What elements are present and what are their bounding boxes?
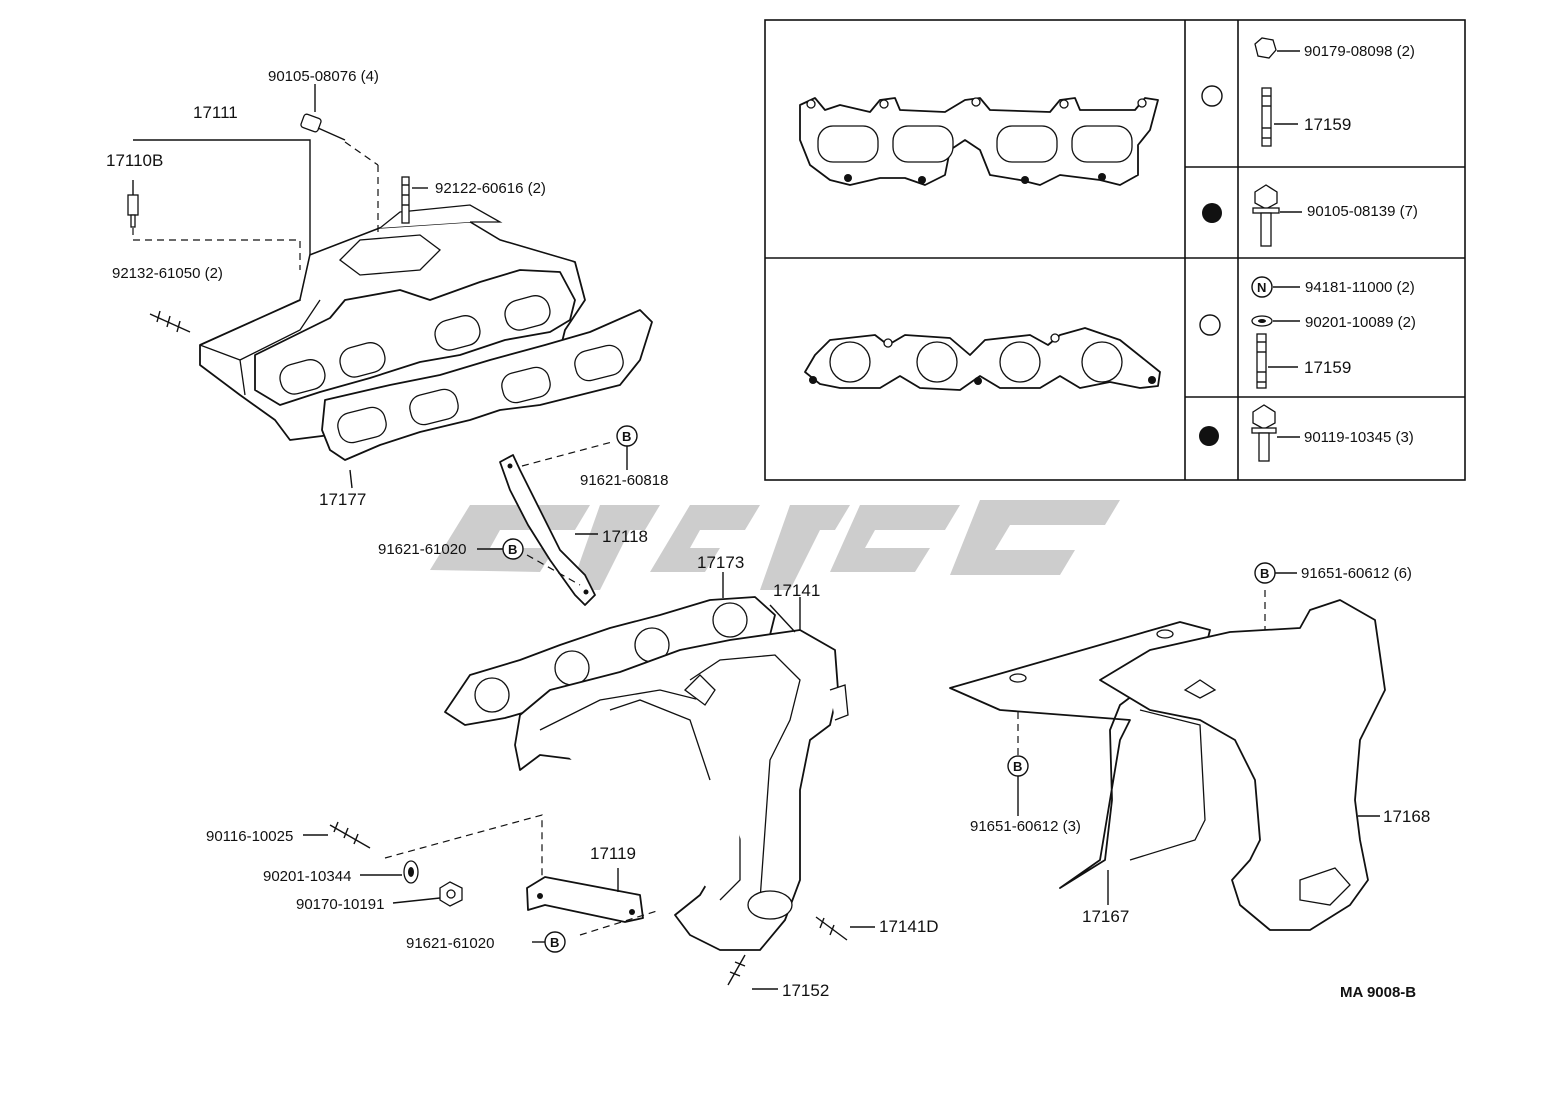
nut-90179-08098 <box>1254 37 1300 59</box>
table-exhaust-gasket <box>804 327 1161 391</box>
stud-17141D <box>815 916 848 941</box>
part-labels: 90105-08076 (4) 17111 17110B 92122-60616… <box>106 43 1430 1001</box>
svg-text:17173: 17173 <box>697 553 744 572</box>
svg-text:90201-10344: 90201-10344 <box>263 868 351 885</box>
heat-insulator-17168 <box>1099 590 1386 931</box>
svg-text:B: B <box>1013 759 1022 774</box>
bolt-90105-08139 <box>1252 184 1302 247</box>
open-circle-symbol-2 <box>1199 314 1221 336</box>
svg-text:B: B <box>1260 566 1269 581</box>
bolt-90105-08076 <box>300 113 379 232</box>
b-mark-91621-61020-a: B <box>477 538 524 560</box>
svg-text:17167: 17167 <box>1082 907 1129 926</box>
svg-text:91621-61020: 91621-61020 <box>406 935 494 952</box>
nut-90170-10191 <box>439 881 463 907</box>
diagram-code: MA 9008-B <box>1340 984 1416 1001</box>
washer-90201-10344 <box>403 860 419 884</box>
table-intake-gasket <box>799 97 1159 186</box>
svg-text:91651-60612 (6): 91651-60612 (6) <box>1301 565 1412 582</box>
svg-text:92132-61050 (2): 92132-61050 (2) <box>112 265 223 282</box>
svg-text:91621-61020: 91621-61020 <box>378 541 466 558</box>
stud-17152 <box>727 954 746 986</box>
filled-circle-symbol-2 <box>1199 426 1219 446</box>
stay-17118 <box>499 441 613 606</box>
gasket-17177 <box>321 309 653 461</box>
intake-manifold-ports <box>254 269 576 406</box>
svg-text:90105-08139 (7): 90105-08139 (7) <box>1307 203 1418 220</box>
stud-17159-b <box>1256 333 1298 389</box>
svg-text:17111: 17111 <box>193 103 238 122</box>
svg-text:90170-10191: 90170-10191 <box>296 896 384 913</box>
stud-92132-61050 <box>149 310 191 333</box>
svg-text:92122-60616 (2): 92122-60616 (2) <box>435 180 546 197</box>
exhaust-manifold-17141 <box>514 604 849 951</box>
svg-text:17177: 17177 <box>319 490 366 509</box>
svg-text:90119-10345 (3): 90119-10345 (3) <box>1304 429 1414 446</box>
nut-94181-11000 <box>1251 276 1300 298</box>
svg-text:17159: 17159 <box>1304 115 1351 134</box>
exhaust-gasket-17173 <box>444 596 776 726</box>
svg-text:91621-60818: 91621-60818 <box>580 472 668 489</box>
svg-text:B: B <box>622 429 631 444</box>
svg-text:90179-08098 (2): 90179-08098 (2) <box>1304 43 1415 60</box>
svg-text:17141: 17141 <box>773 581 820 600</box>
svg-text:17168: 17168 <box>1383 807 1430 826</box>
bolt-90119-10345 <box>1251 404 1300 462</box>
stud-92122-60616 <box>401 176 428 224</box>
open-circle-symbol <box>1201 85 1223 107</box>
svg-text:B: B <box>508 542 517 557</box>
stud-17159-a <box>1261 87 1298 147</box>
stud-90116-10025 <box>329 821 371 849</box>
svg-text:B: B <box>550 935 559 950</box>
svg-text:17119: 17119 <box>590 844 636 863</box>
svg-text:17159: 17159 <box>1304 358 1351 377</box>
parts-reference-table <box>764 19 1466 481</box>
b-mark-91621-60818: B <box>616 425 638 470</box>
b-mark-91651-60612-6: B <box>1254 562 1297 584</box>
leader-17111 <box>133 139 311 255</box>
filled-circle-symbol <box>1202 203 1222 223</box>
b-mark-91621-61020-b: B <box>532 931 566 953</box>
svg-text:17152: 17152 <box>782 981 829 1000</box>
svg-text:17110B: 17110B <box>106 151 163 170</box>
svg-text:90105-08076 (4): 90105-08076 (4) <box>268 68 379 85</box>
washer-90201-10089 <box>1251 315 1300 327</box>
n-mark-letter: N <box>1257 280 1266 295</box>
svg-text:17118: 17118 <box>602 527 648 546</box>
b-mark-91651-60612-3: B <box>1007 755 1029 816</box>
leader-lines <box>303 84 1380 990</box>
stud-17110B <box>127 180 301 270</box>
svg-text:91651-60612 (3): 91651-60612 (3) <box>970 818 1081 835</box>
svg-text:90201-10089 (2): 90201-10089 (2) <box>1305 314 1416 331</box>
bracket-17119 <box>384 814 661 936</box>
svg-text:17141D: 17141D <box>879 917 939 936</box>
svg-text:94181-11000 (2): 94181-11000 (2) <box>1305 279 1415 296</box>
svg-text:90116-10025: 90116-10025 <box>206 828 293 845</box>
